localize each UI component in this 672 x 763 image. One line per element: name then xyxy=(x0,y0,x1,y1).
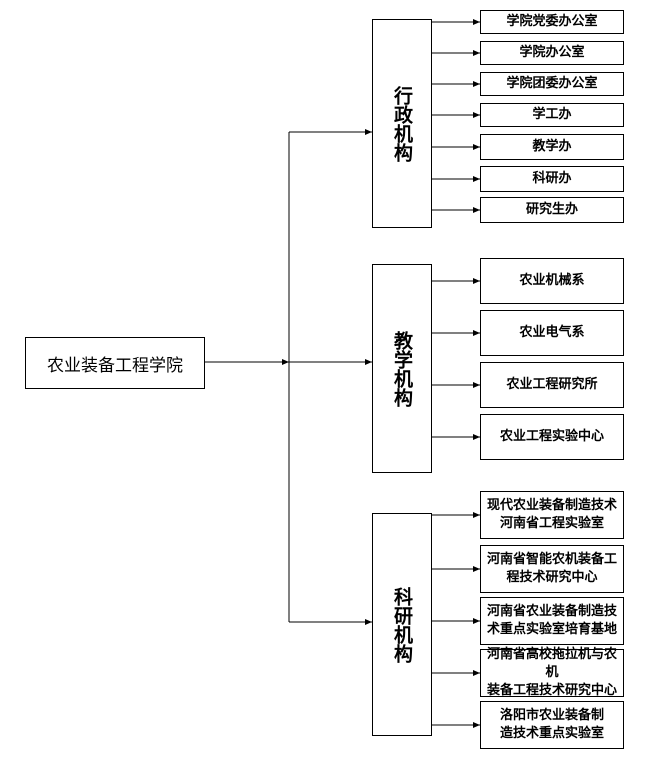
group-node-label: 教学机构 xyxy=(391,330,413,407)
leaf-node-label: 学院团委办公室 xyxy=(506,76,598,91)
root-node-label: 农业装备工程学院 xyxy=(47,355,183,376)
leaf-node: 农业工程研究所 xyxy=(480,362,624,408)
root-node: 农业装备工程学院 xyxy=(25,337,205,389)
leaf-node: 科研办 xyxy=(480,166,624,192)
leaf-node-label: 农业电气系 xyxy=(519,325,585,340)
group-node-2: 教学机构 xyxy=(372,264,432,473)
leaf-node-label: 河南省高校拖拉机与农机 装备工程技术研究中心 xyxy=(486,647,617,698)
leaf-node: 河南省智能农机装备工 程技术研究中心 xyxy=(480,545,624,593)
leaf-node: 学院办公室 xyxy=(480,41,624,65)
leaf-node: 农业工程实验中心 xyxy=(480,414,624,460)
leaf-node-label: 农业机械系 xyxy=(519,273,585,288)
leaf-node-label: 教学办 xyxy=(532,139,572,154)
leaf-node: 教学办 xyxy=(480,134,624,160)
leaf-node-label: 科研办 xyxy=(532,171,572,186)
leaf-node-label: 河南省农业装备制造技 术重点实验室培育基地 xyxy=(486,604,617,637)
leaf-node: 现代农业装备制造技术 河南省工程实验室 xyxy=(480,491,624,539)
leaf-node-label: 洛阳市农业装备制 造技术重点实验室 xyxy=(499,708,604,741)
leaf-node-label: 现代农业装备制造技术 河南省工程实验室 xyxy=(486,498,617,531)
leaf-node-label: 学工办 xyxy=(532,107,572,122)
leaf-node: 农业机械系 xyxy=(480,258,624,304)
group-node-label: 行政机构 xyxy=(391,85,413,162)
leaf-node: 河南省农业装备制造技 术重点实验室培育基地 xyxy=(480,597,624,645)
group-node-label: 科研机构 xyxy=(391,586,413,663)
leaf-node-label: 农业工程研究所 xyxy=(506,377,598,392)
leaf-node: 农业电气系 xyxy=(480,310,624,356)
leaf-node: 洛阳市农业装备制 造技术重点实验室 xyxy=(480,701,624,749)
leaf-node: 河南省高校拖拉机与农机 装备工程技术研究中心 xyxy=(480,647,624,698)
leaf-node: 学院团委办公室 xyxy=(480,72,624,96)
leaf-node: 研究生办 xyxy=(480,197,624,223)
group-node-1: 行政机构 xyxy=(372,19,432,228)
leaf-node: 学工办 xyxy=(480,103,624,127)
leaf-node-label: 研究生办 xyxy=(525,202,578,217)
leaf-node-label: 河南省智能农机装备工 程技术研究中心 xyxy=(486,552,617,585)
leaf-node-label: 农业工程实验中心 xyxy=(499,429,604,444)
leaf-node: 学院党委办公室 xyxy=(480,10,624,34)
group-node-3: 科研机构 xyxy=(372,513,432,736)
leaf-node-label: 学院办公室 xyxy=(519,45,585,60)
leaf-node-label: 学院党委办公室 xyxy=(506,14,598,29)
